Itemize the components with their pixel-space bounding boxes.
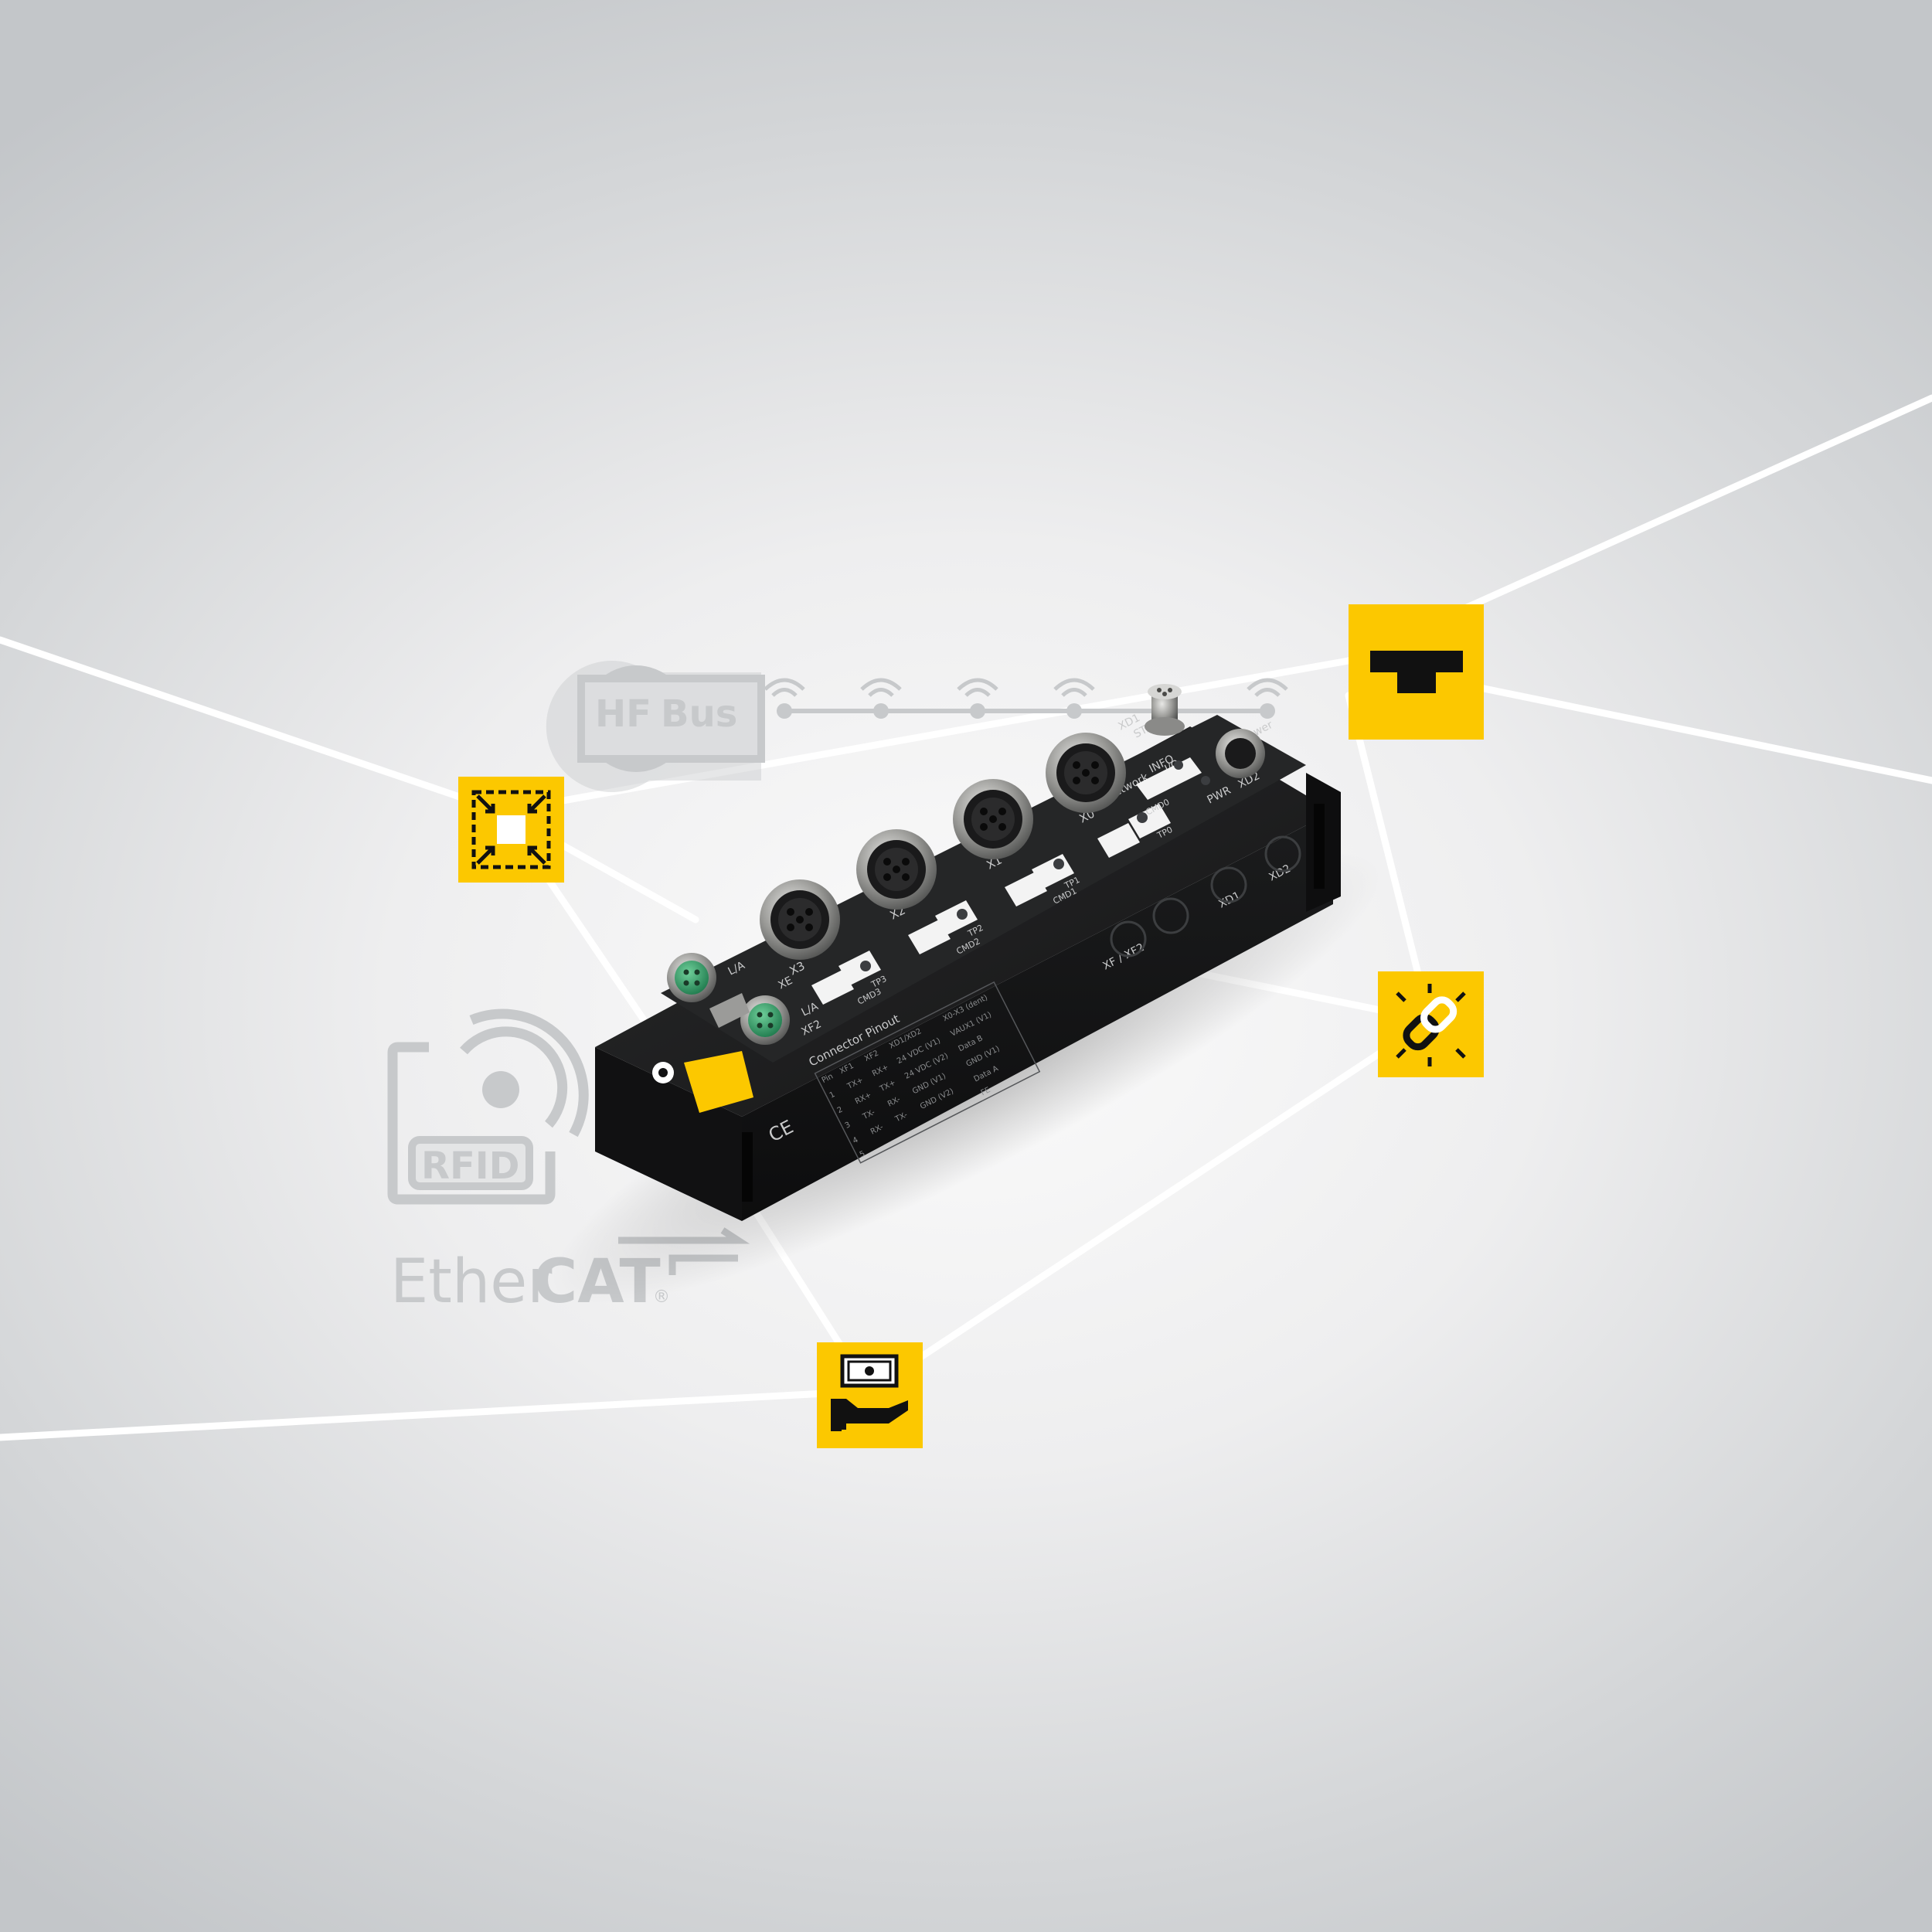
broken-chain-link-icon [1378, 971, 1484, 1077]
marker-strip [935, 900, 978, 935]
ethercat-ether-text: Ether [390, 1247, 553, 1317]
connector-xd2 [1216, 729, 1265, 778]
pinout-cell: FE [980, 1086, 992, 1097]
label-xe: XE [777, 975, 795, 992]
connector-xf1 [667, 953, 716, 1002]
hf-bus-logo: HF Bus [546, 661, 1288, 792]
marker-strip [1097, 823, 1140, 858]
marker-strip [1005, 872, 1047, 906]
hfbus-bus-text: Bus [661, 692, 737, 736]
connector-x2 [856, 829, 937, 910]
rfid-text: RFID [421, 1145, 519, 1188]
hand-money-icon [817, 1342, 923, 1448]
connector-x0 [1046, 733, 1126, 813]
connector-x3 [760, 879, 840, 960]
yellow-marker-plate [684, 1051, 753, 1113]
pinout-cell: 3 [844, 1121, 852, 1131]
rfid-logo: RFID [387, 1009, 589, 1205]
t-connector-icon [1349, 604, 1484, 740]
pinout-cell: 1 [828, 1090, 837, 1100]
compact-housing-icon [458, 777, 564, 883]
ground-clip [709, 993, 750, 1028]
marker-strip [908, 920, 951, 954]
marker-strip [1128, 804, 1171, 838]
marker-strip [811, 970, 854, 1005]
pinout-cell: 4 [852, 1136, 860, 1146]
hfbus-hf-text: HF [595, 692, 651, 736]
connector-xd1 [1145, 684, 1185, 736]
connector-x1 [953, 779, 1033, 859]
pinout-cell: 2 [836, 1106, 845, 1116]
connector-xf2 [740, 995, 790, 1045]
marker-strip [1136, 757, 1202, 800]
pinout-cell: 5 [859, 1150, 867, 1160]
marker-strip [838, 951, 881, 985]
